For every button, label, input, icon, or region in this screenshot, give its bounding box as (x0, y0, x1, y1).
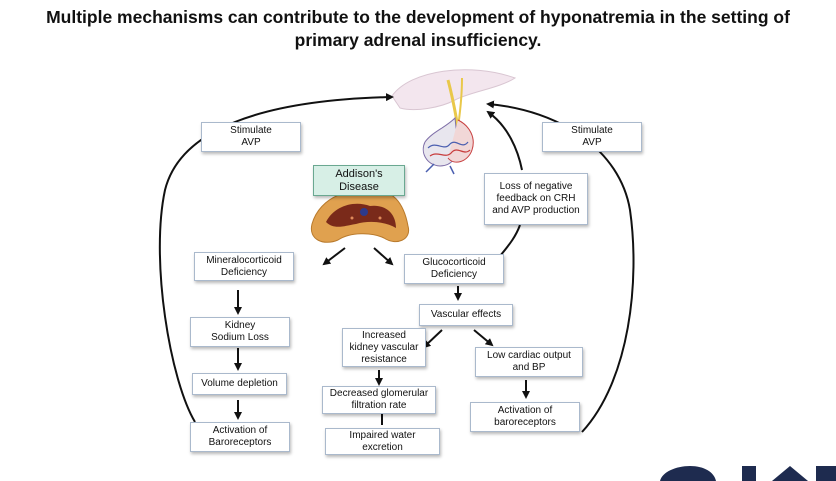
activation-of-baroreceptors-left-box: Activation of Baroreceptors (190, 422, 290, 452)
impaired-water-excretion-box: Impaired water excretion (325, 428, 440, 455)
decreased-gfr-box: Decreased glomerular filtration rate (322, 386, 436, 414)
volume-depletion-box: Volume depletion (192, 373, 287, 395)
increased-kidney-vascular-resistance-box: Increased kidney vascular resistance (342, 328, 426, 367)
glucocorticoid-deficiency-box: Glucocorticoid Deficiency (404, 254, 504, 284)
low-cardiac-output-box: Low cardiac output and BP (475, 347, 583, 377)
pituitary-icon (391, 69, 517, 175)
loss-of-feedback-box: Loss of negative feedback on CRH and AVP… (484, 173, 588, 225)
stimulate-avp-left-box: Stimulate AVP (201, 122, 301, 152)
activation-of-baroreceptors-right-box: Activation of baroreceptors (470, 402, 580, 432)
adrenal-gland-icon (310, 190, 410, 243)
figure-title: Multiple mechanisms can contribute to th… (46, 7, 790, 50)
stimulate-avp-right-box: Stimulate AVP (542, 122, 642, 152)
vascular-effects-box: Vascular effects (419, 304, 513, 326)
mineralocorticoid-deficiency-box: Mineralocorticoid Deficiency (194, 252, 294, 281)
addisons-disease-box: Addison's Disease (313, 165, 405, 196)
kidney-sodium-loss-box: Kidney Sodium Loss (190, 317, 290, 347)
